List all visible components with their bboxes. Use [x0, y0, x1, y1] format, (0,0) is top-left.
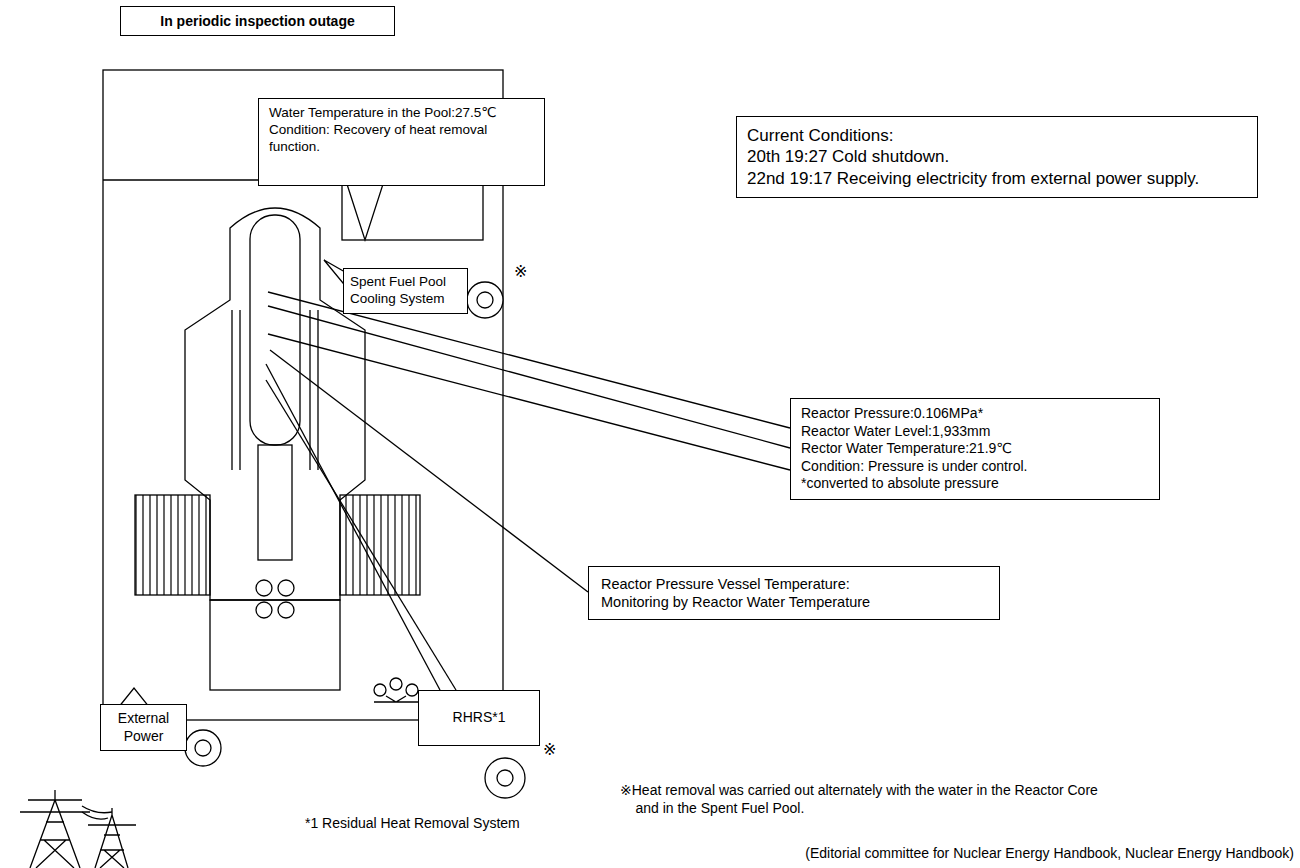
transmission-tower: [20, 790, 90, 868]
leader-line: [270, 350, 588, 592]
box-text: Water Temperature in the Pool:27.5℃: [269, 105, 534, 122]
system-callout: Spent Fuel Pool Cooling System: [343, 268, 468, 314]
pump-symbol: [477, 292, 493, 308]
gauge-symbol: [374, 684, 386, 696]
box-text: Spent Fuel Pool Cooling System: [350, 274, 461, 308]
outage-title: In periodic inspection outage: [120, 6, 395, 36]
box-text: *converted to absolute pressure: [801, 475, 1149, 493]
pump-symbol: [497, 770, 513, 786]
reactor-pressure-vessel: [250, 215, 300, 445]
leader-line: [268, 306, 790, 448]
suppression-chamber: [135, 495, 210, 595]
pool-callout: Water Temperature in the Pool:27.5℃Condi…: [258, 98, 545, 186]
footnote: ※Heat removal was carried out alternatel…: [620, 782, 1105, 817]
transmission-tower: [88, 808, 136, 868]
pump-symbol: [185, 730, 221, 766]
suppression-chamber: [340, 495, 420, 595]
power-callout: External Power: [100, 704, 187, 751]
box-text: Condition: Recovery of heat removal func…: [269, 122, 534, 156]
containment-vessel: [185, 208, 365, 600]
system-box: RHRS*1: [418, 690, 540, 746]
note-mark: ※: [514, 262, 527, 282]
recirculation-pump: [278, 602, 294, 618]
recirculation-pump: [256, 580, 272, 596]
leader-line: [268, 334, 790, 470]
callout-pointer: [345, 178, 385, 240]
source-caption: (Editorial committee for Nuclear Energy …: [805, 845, 1294, 863]
leader-line: [266, 380, 456, 690]
pedestal: [210, 600, 340, 690]
recirculation-pump: [278, 580, 294, 596]
status-box: Current Conditions:20th 19:27 Cold shutd…: [736, 116, 1258, 198]
pump-symbol: [485, 758, 525, 798]
box-text: 22nd 19:17 Receiving electricity from ex…: [747, 168, 1247, 189]
rod: [317, 310, 318, 470]
rod: [239, 310, 240, 470]
power-line: [82, 806, 112, 819]
box-text: External Power: [105, 710, 182, 745]
box-text: Reactor Water Level:1,933mm: [801, 423, 1149, 441]
recirculation-pump: [256, 602, 272, 618]
vessel-skirt: [258, 445, 292, 560]
box-text: Current Conditions:: [747, 125, 1247, 146]
gauge-symbol: [390, 678, 402, 690]
box-text: Reactor Pressure:0.106MPa*: [801, 405, 1149, 423]
box-text: RHRS*1: [425, 709, 533, 727]
gauge-symbol: [374, 696, 418, 702]
gauge-symbol: [406, 684, 418, 696]
box-text: 20th 19:27 Cold shutdown.: [747, 146, 1247, 167]
pump-symbol: [467, 282, 503, 318]
note-mark: ※: [543, 740, 556, 760]
vessel-temp-box: Reactor Pressure Vessel Temperature:Moni…: [588, 566, 1000, 620]
box-text: Monitoring by Reactor Water Temperature: [601, 593, 987, 611]
pump-symbol: [195, 740, 211, 756]
leader-line: [266, 364, 440, 690]
box-text: Condition: Pressure is under control.: [801, 458, 1149, 476]
box-text: Rector Water Temperature:21.9℃: [801, 440, 1149, 458]
reactor-data-box: Reactor Pressure:0.106MPa*Reactor Water …: [790, 398, 1160, 500]
box-text: Reactor Pressure Vessel Temperature:: [601, 575, 987, 593]
rod: [231, 310, 232, 470]
footnote: *1 Residual Heat Removal System: [305, 815, 520, 833]
